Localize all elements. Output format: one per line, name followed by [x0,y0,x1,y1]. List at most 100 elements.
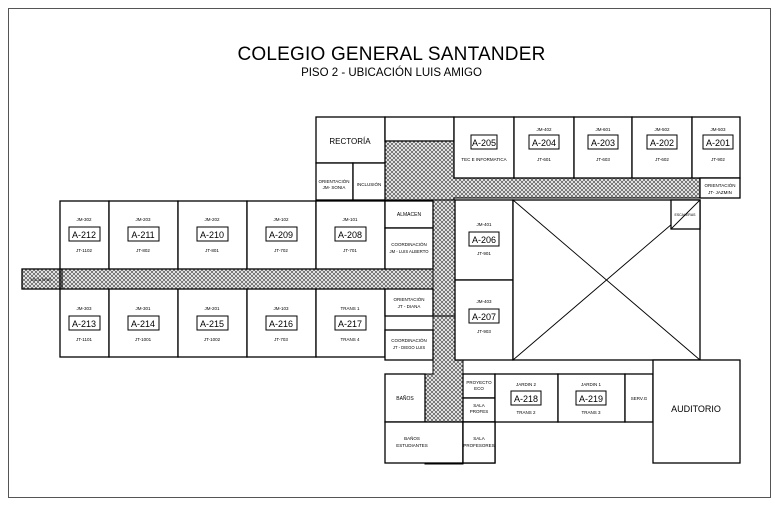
label-orient-diana-1: ORIENTACIÓN [394,296,425,302]
label-almacen: ALMACEN [397,212,422,218]
code-box [468,308,500,324]
label-a211-code: A-211 [131,230,154,240]
label-a208-code: A-208 [338,230,362,240]
label-orient-sonia-1: ORIENTACIÓN [319,178,350,184]
label-proyecto-2: ECO [474,386,484,391]
room-inclusion [352,162,386,201]
label-a217-top: TRANS 1 [340,306,360,311]
label-orient-jazmin-1: ORIENTACIÓN [705,182,736,188]
label-a216-code: A-216 [269,319,293,329]
label-a207-bottom: JT-903 [477,329,491,334]
rooms [21,116,741,464]
label-a215-bottom: JT-1002 [204,337,221,342]
room-serv-g [624,373,654,423]
code-box [702,134,734,150]
room-auditorio [652,359,741,464]
courtyard-diagonal-2 [512,199,701,361]
label-a217-bottom: TRANS 4 [340,337,360,342]
code-box [528,134,560,150]
code-box [265,315,298,331]
code-box [468,231,500,247]
code-box [575,390,607,406]
room-sala-profesores-box [462,421,496,464]
label-a203-code: A-203 [591,138,615,148]
label-sala-profes-2: PROFES [470,409,489,414]
label-a212-bottom: JT-1102 [76,248,92,253]
label-a216-top: JM-103 [273,306,289,311]
label-a218-top: JARDIN 2 [516,382,537,387]
label-a206-code: A-206 [472,235,496,245]
label-banos: BAÑOS [396,395,414,402]
room-coordinacion-diego [384,329,434,361]
label-orient-jazmin-2: JT- JAZMIN [708,190,732,195]
label-a212-top: JM-302 [76,217,92,222]
label-auditorio: AUDITORIO [671,404,721,414]
label-a214-code: A-214 [131,319,155,329]
label-a210-top: JM-202 [204,217,220,222]
code-box [646,134,678,150]
label-coord-alberto-1: COORDINACIÓN [391,241,427,247]
label-a203-bottom: JT-603 [596,157,610,162]
label-a207-code: A-207 [472,312,496,322]
label-serv-g: SERV.G [631,396,648,401]
label-a218-code: A-218 [514,394,538,404]
label-escaleras-right: ESCALERAS [674,213,696,217]
code-box [68,315,101,331]
label-a218-bottom: TRANS 2 [516,410,536,415]
label-a210-code: A-210 [200,230,224,240]
room-orientacion-jazmin [699,177,741,199]
label-coord-diego-1: COORDINACIÓN [391,337,427,343]
label-a213-code: A-213 [72,319,96,329]
label-sala-profes-1: SALA [473,403,485,408]
plan-frame [8,8,771,498]
label-orient-sonia-2: JM- SONIA [323,185,346,190]
label-a219-top: JARDIN 1 [581,382,602,387]
room-orientacion-sonia [315,162,354,201]
label-banos-est-2: ESTUDIANTES [396,443,428,448]
label-a208-bottom: JT-701 [343,248,357,253]
code-box [127,226,160,242]
label-a204-bottom: JT-601 [537,157,551,162]
label-proyecto-1: PROYECTO [466,380,492,385]
label-a205-bottom: TEC E INFORMATICA [461,157,506,162]
label-sala-profesores-2: PROFESORES [463,443,494,448]
label-a219-code: A-219 [579,394,603,404]
label-a208-top: JM-101 [342,217,358,222]
label-a201-code: A-201 [706,138,730,148]
label-a217-code: A-217 [338,319,362,329]
label-a203-top: JM-601 [595,127,611,132]
room-orientacion-diana [384,288,434,317]
label-a204-code: A-204 [532,138,556,148]
code-box [510,390,542,406]
label-a201-top: JM-503 [710,127,726,132]
label-a207-top: JM-403 [476,299,492,304]
code-box [265,226,298,242]
label-a209-bottom: JT-702 [274,248,288,253]
label-a209-top: JM-102 [273,217,289,222]
code-box [196,226,229,242]
label-a204-top: JM-402 [536,127,552,132]
label-rectoria: RECTORÍA [329,137,371,146]
corridor-left-main [59,268,434,290]
label-a215-code: A-215 [200,319,224,329]
room-banos [384,373,426,423]
page-title: COLEGIO GENERAL SANTANDER [237,44,546,65]
code-box [127,315,160,331]
label-banos-est-1: BAÑOS [404,435,420,441]
code-box [470,134,498,150]
label-a215-top: JM-201 [204,306,220,311]
label-orient-diana-2: JT - DIANA [398,304,421,309]
label-coord-alberto-2: JM - LUIS ALBERTO [390,249,430,254]
code-boxes [68,134,734,406]
label-a214-bottom: JT-1001 [135,337,152,342]
room-corridor-cap [384,116,455,142]
label-a201-bottom: JT-902 [711,157,725,162]
label-a211-top: JM-203 [135,217,151,222]
label-a202-bottom: JT-602 [655,157,669,162]
label-a202-code: A-202 [650,138,674,148]
label-a212-code: A-212 [72,230,96,240]
label-a216-bottom: JT-703 [274,337,288,342]
room-a217 [315,288,386,358]
code-box [196,315,229,331]
